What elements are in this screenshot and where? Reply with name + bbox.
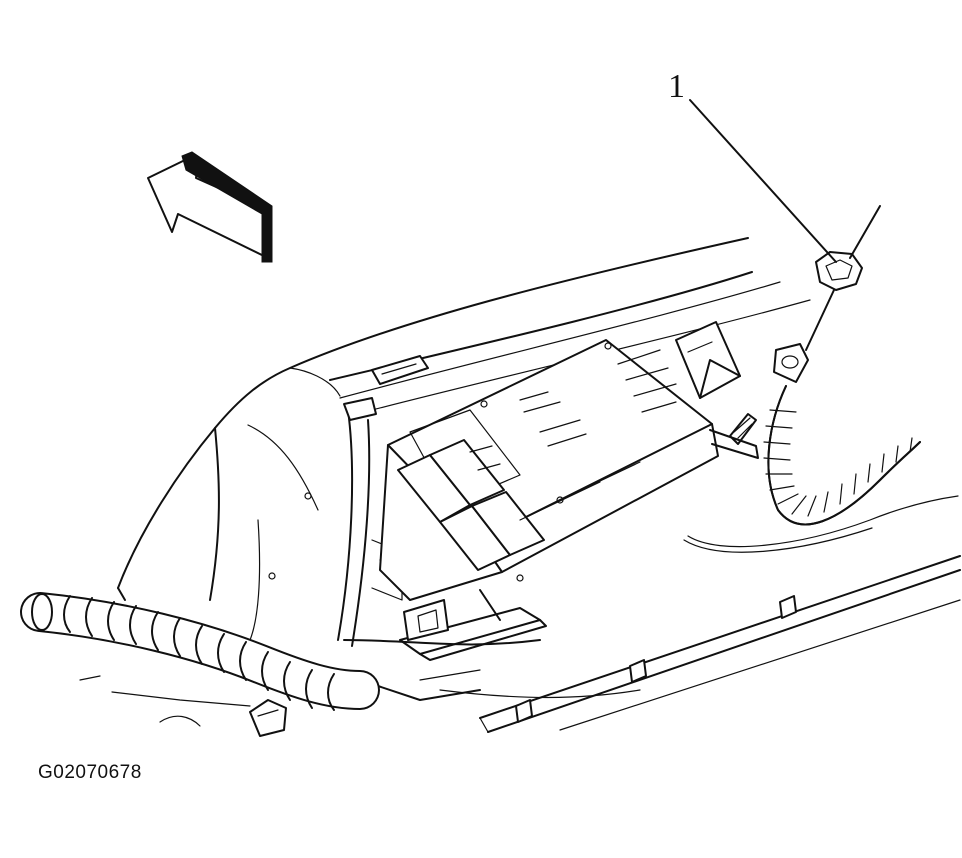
ring-terminal <box>773 343 809 383</box>
harness-clip <box>249 699 287 737</box>
wire-harness-icon <box>763 385 921 526</box>
nut-icon <box>805 251 863 351</box>
figure-id: G02070678 <box>38 762 142 783</box>
lower-rail <box>439 555 961 733</box>
callout-number: 1 <box>668 68 685 105</box>
ground-stud <box>709 413 759 459</box>
mounting-bracket <box>337 397 403 647</box>
fuse-block-bracket <box>675 321 741 399</box>
fuse-block-icon <box>379 339 719 601</box>
ground-wire <box>683 495 959 553</box>
wire-harness-left <box>20 592 380 727</box>
fuse-block-lower-support <box>343 589 547 701</box>
front-direction-arrow-icon <box>147 151 273 263</box>
callout-leader <box>689 99 881 263</box>
